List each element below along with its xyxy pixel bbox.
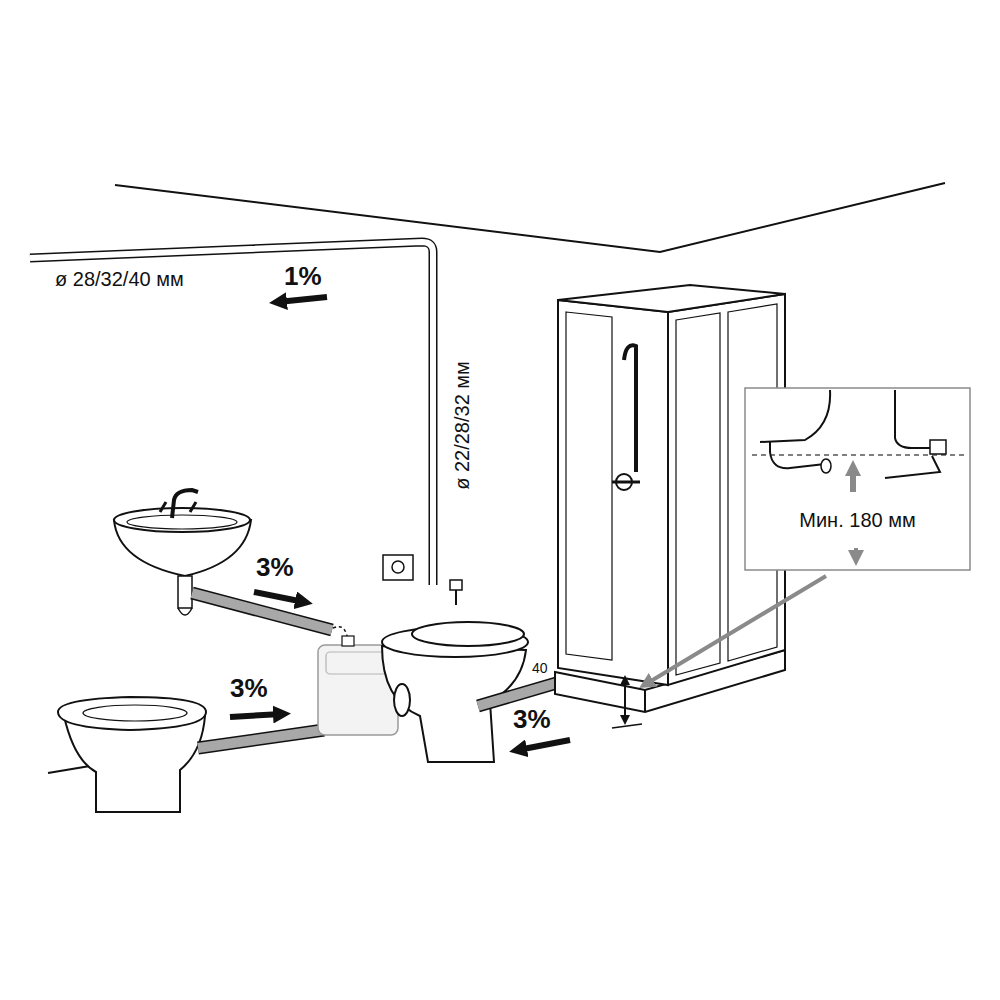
slope-label: 3% <box>513 705 551 735</box>
sink-bowl <box>127 515 237 529</box>
sink-pipe <box>192 593 332 630</box>
floor-line <box>48 766 90 773</box>
ceiling-line <box>115 183 945 252</box>
toilet-pipe <box>198 730 324 748</box>
inset-arrow-down <box>854 548 858 558</box>
trap-left <box>760 390 830 442</box>
dimension-label: ø 28/32/40 мм <box>55 268 184 291</box>
sink-pipe-outline <box>192 593 332 630</box>
shower-pipe <box>478 682 560 706</box>
flush-button <box>392 561 404 573</box>
trap-right <box>895 390 935 448</box>
toilet-lid <box>412 622 524 646</box>
dimension-tick <box>612 724 642 728</box>
shower-front-panel <box>558 300 668 685</box>
trap-right-outlet <box>885 456 940 478</box>
sink-rim <box>114 508 250 532</box>
trap-left-end <box>821 459 831 473</box>
sink-trap <box>178 576 192 608</box>
slope-arrow <box>230 714 282 717</box>
shower-mixer-bar <box>612 481 640 484</box>
power-cord <box>455 590 457 605</box>
slope-label: 3% <box>230 674 268 704</box>
macerator-nozzle <box>342 636 354 646</box>
faucet-handle <box>160 502 196 512</box>
wall-socket <box>450 580 462 590</box>
toilet-pipe-outline <box>198 730 324 748</box>
slope-arrow <box>254 592 304 602</box>
trap-right-fitting <box>930 440 946 454</box>
shower-pipe-outline <box>478 682 560 706</box>
slope-arrow <box>518 740 570 750</box>
slope-label: 3% <box>256 553 294 583</box>
flush-plate <box>383 555 413 580</box>
height-dimension <box>624 680 626 720</box>
inset-detail: Мин. 180 мм <box>745 388 970 570</box>
discharge-pipe-inner <box>30 242 433 585</box>
inset-leader <box>646 576 826 684</box>
shower-door <box>566 312 612 660</box>
shower-tray-edge <box>644 690 646 712</box>
min-height-label: Мин. 180 мм <box>795 509 919 532</box>
slope-arrow <box>278 297 327 302</box>
toilet-outlet <box>394 684 410 716</box>
inset-frame <box>745 388 970 570</box>
discharge-pipe <box>30 242 433 585</box>
inset-arrow-up <box>850 468 856 492</box>
slope-label: 1% <box>284 262 322 292</box>
trap-left <box>770 442 825 468</box>
toilet-bowl <box>83 705 187 721</box>
toilet-rim <box>58 697 206 730</box>
sink-trap-bend <box>178 608 192 615</box>
shower-riser <box>624 345 636 472</box>
dimension-label: 40 <box>532 660 548 676</box>
dimension-label: ø 22/28/32 мм <box>451 361 474 490</box>
macerator-lid <box>326 652 390 674</box>
shower-door <box>676 313 720 675</box>
